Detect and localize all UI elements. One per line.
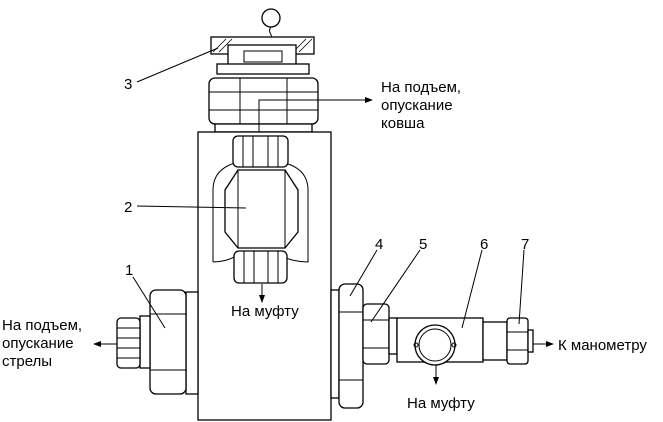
callout-2: 2 bbox=[124, 199, 132, 216]
inner-nut-top bbox=[232, 135, 289, 168]
hex-nut-top bbox=[208, 77, 319, 125]
callout-5: 5 bbox=[419, 236, 427, 253]
label-left-line1: На подъем, bbox=[2, 317, 82, 334]
label-coupling-center: На муфту bbox=[231, 303, 299, 320]
label-top-right-line3: ковша bbox=[381, 115, 425, 132]
callout-4: 4 bbox=[375, 236, 383, 253]
right-fittings bbox=[330, 283, 534, 409]
callout-3: 3 bbox=[124, 76, 132, 93]
label-top-right-line2: опускание bbox=[381, 97, 453, 114]
callout-7: 7 bbox=[521, 236, 529, 253]
label-coupling-right: На муфту bbox=[407, 395, 475, 412]
label-top-right-line1: На подъем, bbox=[381, 79, 461, 96]
callout-1: 1 bbox=[125, 262, 133, 279]
cap-nut bbox=[216, 63, 310, 75]
coupling-port bbox=[414, 324, 456, 366]
valve-body bbox=[197, 131, 332, 421]
flow-arrows bbox=[93, 97, 554, 385]
label-left-line3: стрелы bbox=[2, 353, 52, 370]
leader-lines bbox=[132, 47, 525, 329]
cap-assembly bbox=[208, 8, 319, 133]
left-fitting bbox=[116, 289, 199, 395]
fitting-7 bbox=[506, 317, 529, 365]
inner-nut-bottom bbox=[233, 250, 288, 284]
chain-ball bbox=[261, 8, 281, 28]
hex-nut-4 bbox=[338, 283, 364, 409]
label-left-line2: опускание bbox=[2, 335, 74, 352]
label-manometer: К манометру bbox=[558, 337, 647, 354]
nut-5 bbox=[362, 303, 390, 365]
valve-element bbox=[224, 169, 299, 249]
callout-6: 6 bbox=[480, 236, 488, 253]
